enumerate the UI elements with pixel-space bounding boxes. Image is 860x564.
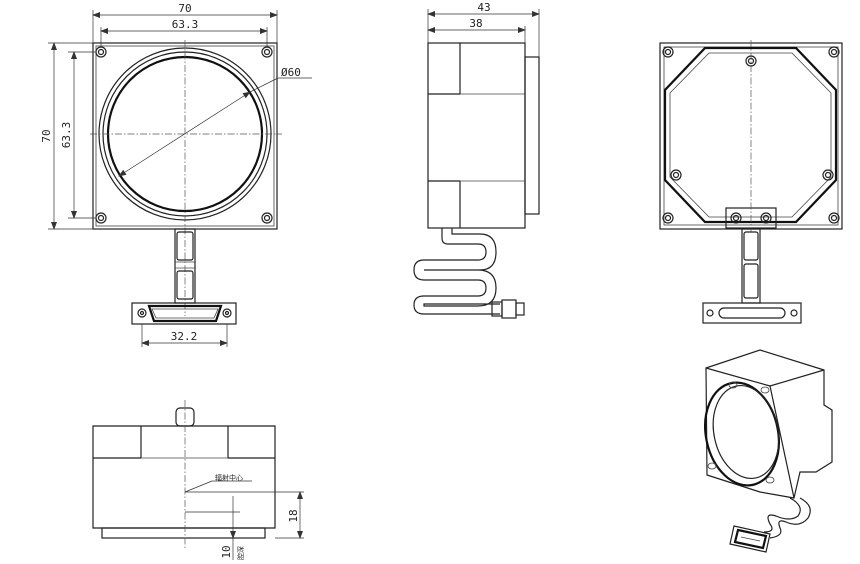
- db-connector: [131, 302, 237, 325]
- radiation-center-label: 辐射中心: [215, 473, 243, 482]
- side-depth-dim: 43: [477, 1, 490, 14]
- side-cable: [413, 228, 525, 319]
- svg-text:Ø60: Ø60: [281, 66, 301, 79]
- isometric-view: [704, 349, 833, 553]
- cavity-depth-label: 腔深: [236, 546, 245, 560]
- bottom-height-dim: 18: [287, 509, 300, 522]
- front-view: Ø60 70 63.3 70: [40, 2, 312, 347]
- aperture-diameter-value: 60: [288, 66, 301, 79]
- side-view: 43 38: [413, 1, 540, 319]
- bottom-offset-dim: 10: [220, 545, 233, 558]
- front-inner-height-dim: 63.3: [60, 122, 73, 149]
- diameter-symbol: Ø: [281, 66, 288, 79]
- front-corner-screws: [95, 46, 273, 224]
- side-inner-depth-dim: 38: [469, 17, 482, 30]
- rear-view: [659, 40, 843, 324]
- bottom-view: 辐射中心 18 10 腔深: [92, 400, 304, 560]
- connector-width-dim: 32.2: [171, 330, 198, 343]
- front-inner-width-dim: 63.3: [172, 18, 199, 31]
- front-width-dim: 70: [178, 2, 191, 15]
- front-height-dim: 70: [40, 129, 53, 142]
